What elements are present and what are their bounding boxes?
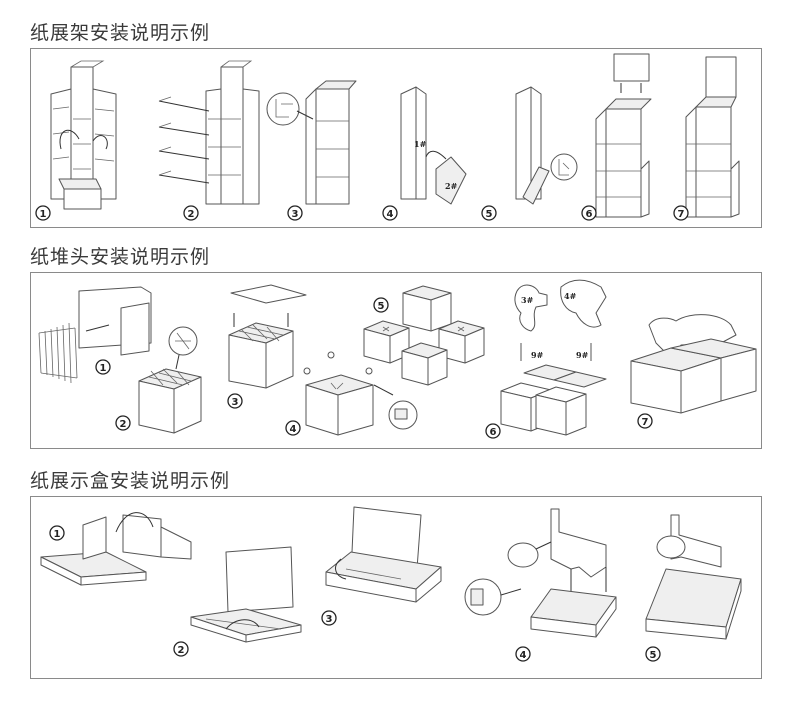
bin-step-number-3: 3 [227,393,243,409]
box-step-5-illustration [645,514,742,640]
svg-text:5: 5 [378,301,385,312]
rack-step-2-illustration [158,60,260,205]
rack-step-6-illustration [595,53,652,218]
rack-step-number-7: 7 [673,205,689,221]
box-step-number-1: 1 [49,525,65,541]
part-label-1: 1# [414,139,427,149]
svg-text:1: 1 [54,529,61,540]
bin-step-number-7: 7 [637,413,653,429]
display-box-panel: 1 2 3 4 5 [30,496,762,679]
rack-step-number-2: 2 [183,205,199,221]
box-step-number-3: 3 [321,610,337,626]
svg-text:2: 2 [188,209,195,220]
rack-step-number-4: 4 [382,205,398,221]
bin-step-3-illustration [228,284,307,389]
svg-text:5: 5 [650,650,657,661]
bin-step-number-2: 2 [115,415,131,431]
svg-text:3: 3 [232,397,239,408]
svg-text:2: 2 [178,645,185,656]
svg-text:6: 6 [490,427,497,438]
part-label-2: 2# [445,181,458,191]
box-step-number-5: 5 [645,646,661,662]
part-label-9a: 9# [531,350,544,360]
display-box-illustrations: 1 2 3 4 5 [40,506,742,662]
bin-step-7-illustration [630,314,757,414]
svg-text:2: 2 [120,419,127,430]
rack-step-1-illustration [50,60,117,210]
section-title-dump-bin: 纸堆头安装说明示例 [30,246,211,268]
bin-step-number-5: 5 [373,297,389,313]
rack-step-5-illustration [515,86,578,205]
svg-text:3: 3 [292,209,299,220]
svg-text:7: 7 [678,209,685,220]
section-title-display-box: 纸展示盒安装说明示例 [30,470,231,492]
rack-step-7-illustration [685,56,740,218]
svg-text:6: 6 [586,209,593,220]
display-rack-panel: 1# 2# [30,48,762,228]
rack-step-number-1: 1 [35,205,51,221]
svg-text:1: 1 [100,363,107,374]
bin-step-number-4: 4 [285,420,301,436]
dump-bin-illustrations: 3# 4# 9# 9# 1 2 3 4 5 6 [38,279,757,439]
box-step-number-2: 2 [173,641,189,657]
bin-step-4-illustration [303,351,418,436]
bin-step-number-6: 6 [485,423,501,439]
box-step-2-illustration [190,546,302,643]
box-step-number-4: 4 [515,646,531,662]
rack-step-number-5: 5 [481,205,497,221]
dump-bin-panel: 3# 4# 9# 9# 1 2 3 4 5 6 [30,272,762,449]
bin-step-number-1: 1 [95,359,111,375]
bin-step-1-illustration [38,286,152,384]
part-label-4: 4# [564,291,577,301]
part-label-9b: 9# [576,350,589,360]
bin-step-2-illustration [138,326,202,434]
rack-step-number-6: 6 [581,205,597,221]
svg-text:4: 4 [290,424,297,435]
box-step-3-illustration [325,506,442,603]
display-rack-illustrations: 1# 2# [35,53,740,221]
svg-text:3: 3 [326,614,333,625]
svg-text:5: 5 [486,209,493,220]
part-label-3: 3# [521,295,534,305]
box-step-1-illustration [40,512,192,586]
bin-step-5-illustration [363,285,485,386]
svg-text:4: 4 [387,209,394,220]
rack-step-3-illustration [266,80,357,205]
bin-step-6-illustration: 3# 4# 9# 9# [500,279,607,436]
box-step-4-illustration [464,508,617,638]
svg-text:4: 4 [520,650,527,661]
rack-step-number-3: 3 [287,205,303,221]
rack-step-4-illustration: 1# 2# [400,86,467,205]
svg-text:7: 7 [642,417,649,428]
svg-text:1: 1 [40,209,47,220]
section-title-display-rack: 纸展架安装说明示例 [30,22,211,44]
